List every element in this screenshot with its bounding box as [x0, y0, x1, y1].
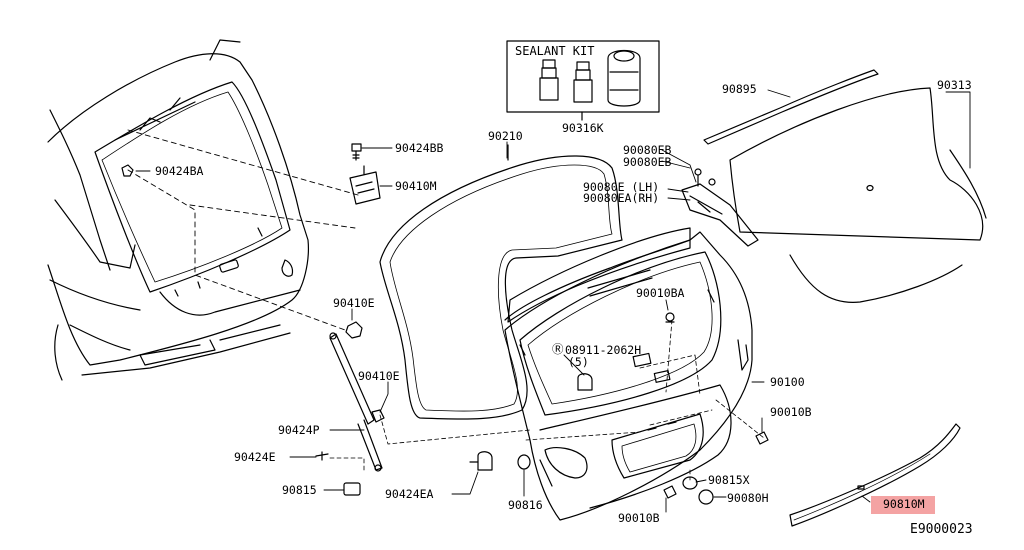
- finisher-90810M-shape: [789, 423, 961, 527]
- label-90815X: 90815X: [708, 473, 750, 487]
- label-90010B-right: 90010B: [770, 405, 812, 419]
- label-90210: 90210: [488, 129, 523, 143]
- label-90815: 90815: [282, 483, 317, 497]
- leader-lines-dashed: [127, 129, 359, 331]
- gas-stay-90424P-shape: [329, 332, 383, 472]
- stay-leader-lines: [329, 414, 531, 473]
- label-90080EA-rh: 90080EA(RH): [583, 191, 660, 205]
- diagram-reference-code: E9000023: [910, 522, 973, 537]
- label-90424BB: 90424BB: [395, 141, 444, 155]
- label-90816: 90816: [508, 498, 543, 512]
- label-90895: 90895: [722, 82, 757, 96]
- nut-90424BA-shape: [121, 164, 134, 177]
- bolt-90424BB-shape: [351, 143, 362, 161]
- label-90080H: 90080H: [727, 491, 769, 505]
- label-08911-symbol: Ⓡ: [552, 342, 564, 356]
- small-bolts: [315, 312, 769, 505]
- back-door-90100-shape: [504, 227, 753, 521]
- nut-90410E-top-shape: [345, 321, 363, 339]
- label-90810M-highlighted[interactable]: 90810M: [871, 496, 935, 514]
- sealant-kit-title: SEALANT KIT: [515, 44, 595, 58]
- label-90100: 90100: [770, 375, 805, 389]
- label-90316K: 90316K: [562, 121, 604, 135]
- bracket-90410M-shape: [349, 165, 381, 205]
- label-90424E: 90424E: [234, 450, 276, 464]
- label-90410E-mid: 90410E: [358, 369, 400, 383]
- label-90424P: 90424P: [278, 423, 320, 437]
- label-90080EB: 90080EB: [623, 143, 672, 157]
- hinge-90080E-shape: [681, 168, 759, 247]
- leader-lines: [135, 89, 971, 513]
- label-90410M: 90410M: [395, 179, 437, 193]
- sealant-kit-box: [506, 40, 660, 121]
- label-90080EB-2: 90080EB: [623, 155, 672, 169]
- back-glass-90313-shape: [729, 87, 987, 303]
- molding-90895-shape: [703, 69, 879, 145]
- label-08911-qty: (5): [568, 355, 589, 369]
- label-90010B-bottom: 90010B: [618, 511, 660, 525]
- label-90424EA: 90424EA: [385, 487, 434, 501]
- door-leader-lines: [525, 319, 765, 481]
- label-90424BA: 90424BA: [155, 164, 204, 178]
- label-90410E-top: 90410E: [333, 296, 375, 310]
- label-08911-2062H: 08911-2062H: [565, 343, 642, 357]
- label-90080E-lh: 90080E (LH): [583, 180, 660, 194]
- vehicle-rear-illustration: [47, 39, 309, 381]
- label-90313: 90313: [937, 78, 972, 92]
- label-90010BA: 90010BA: [636, 286, 685, 300]
